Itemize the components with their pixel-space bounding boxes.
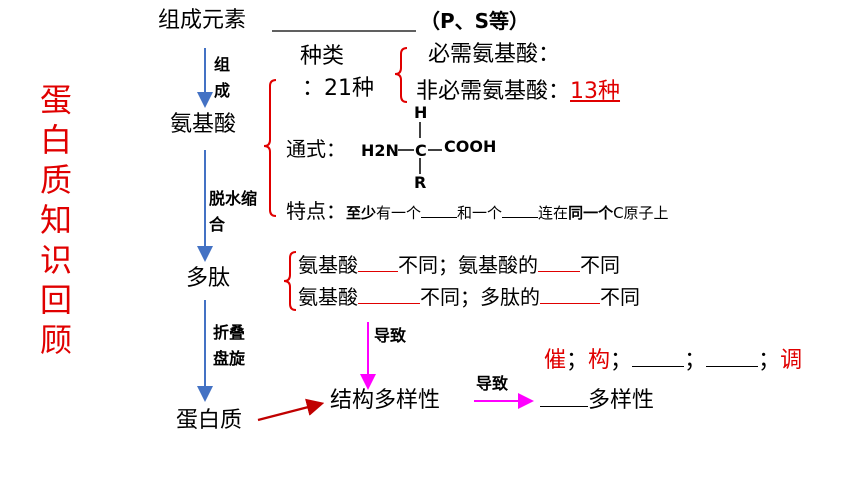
function-sep: ； [758,348,781,373]
peptide-diff-text: 不同 [580,253,620,277]
types-count: ：21种 [302,76,374,101]
step-folding-line: 盘旋 [213,349,246,368]
brace-types [394,47,408,103]
nonessential-amino-value: 13种 [570,79,621,104]
step-compose-label: 组 成 [214,52,230,104]
function-blank [632,365,685,367]
function-diversity: 多样性 [540,390,654,412]
side-title-char: 知 [40,201,73,239]
feature-blank-1 [421,216,458,218]
step-compose-char: 组 [214,55,231,74]
peptide-node: 多肽 [186,266,231,291]
arrow-protein-to-structure [257,398,325,422]
peptide-diff-blank [538,270,580,272]
amino-acid-node: 氨基酸 [170,112,237,137]
function-catalysis: 催 [544,348,567,373]
formula-c: C [415,141,427,160]
types-label: 种类 [300,44,345,69]
peptide-diff-text: 氨基酸 [298,253,358,277]
function-sep: ； [684,348,707,373]
step-dehydration-line: 脱水缩 [209,189,258,208]
formula-label: 通式： [286,137,346,161]
side-title: 蛋 白 质 知 识 回 顾 [40,80,72,360]
step-folding-label: 折叠 盘旋 [213,320,245,372]
formula-h2n: H2N [361,143,399,159]
feature-bold-same: 同一个 [568,204,614,222]
lead-label-1: 导致 [374,326,407,345]
side-title-char: 顾 [40,321,73,359]
side-title-char: 蛋 [40,81,73,119]
nonessential-amino-row: 非必需氨基酸：13种 [416,81,620,103]
feature-row: 特点：至少有一个 和一个 连在同一个C原子上 [286,201,669,221]
feature-blank-2 [502,216,539,218]
function-sep: ； [566,348,589,373]
step-dehydration-line: 合 [209,215,226,234]
feature-text: 和一个 [457,204,503,222]
step-dehydration-label: 脱水缩 合 [209,186,257,238]
peptide-diff-text: 氨基酸 [298,285,358,309]
feature-bold-atleast: 至少 [346,204,377,222]
peptide-diff-text: 不同；氨基酸的 [398,253,538,277]
elements-label: 组成元素 [158,8,247,33]
essential-amino-label: 必需氨基酸： [428,42,561,67]
protein-node: 蛋白质 [176,408,243,433]
peptide-diff-text: 不同 [600,285,640,309]
formula-h2n-text: H2N [361,141,399,160]
side-title-char: 识 [40,241,73,279]
function-sep: ； [610,348,633,373]
step-folding-line: 折叠 [213,323,246,342]
function-blank [706,365,759,367]
elements-suffix: （P、S等） [420,9,530,33]
side-title-char: 白 [40,121,73,159]
peptide-diff-text: 不同；多肽的 [420,285,540,309]
structure-diversity: 结构多样性 [330,388,441,413]
feature-text: 有一个 [376,204,422,222]
function-diversity-blank [540,405,588,407]
feature-label: 特点： [286,199,346,223]
feature-text: C原子上 [613,204,669,222]
peptide-diff-row-2: 氨基酸 不同；多肽的 不同 [298,287,640,307]
function-list: 催；构；；；调 [544,350,802,372]
peptide-diff-blank [540,302,600,304]
side-title-char: 质 [40,161,73,199]
function-regulation: 调 [780,348,803,373]
formula-r: R [414,173,427,192]
peptide-diff-blank [358,302,420,304]
formula-cooh: COOH [444,137,497,156]
peptide-diff-row-1: 氨基酸 不同；氨基酸的 不同 [298,255,620,275]
side-title-char: 回 [40,281,73,319]
formula-h-top: H [414,103,428,122]
lead-label-2: 导致 [476,374,509,393]
step-compose-char: 成 [214,81,231,100]
feature-text: 连在 [538,204,569,222]
brace-peptide [283,251,297,311]
function-diversity-suffix: 多样性 [588,388,655,413]
function-structure: 构 [588,348,611,373]
nonessential-amino-label: 非必需氨基酸： [416,79,571,104]
peptide-diff-blank [358,270,398,272]
brace-amino [263,79,277,217]
